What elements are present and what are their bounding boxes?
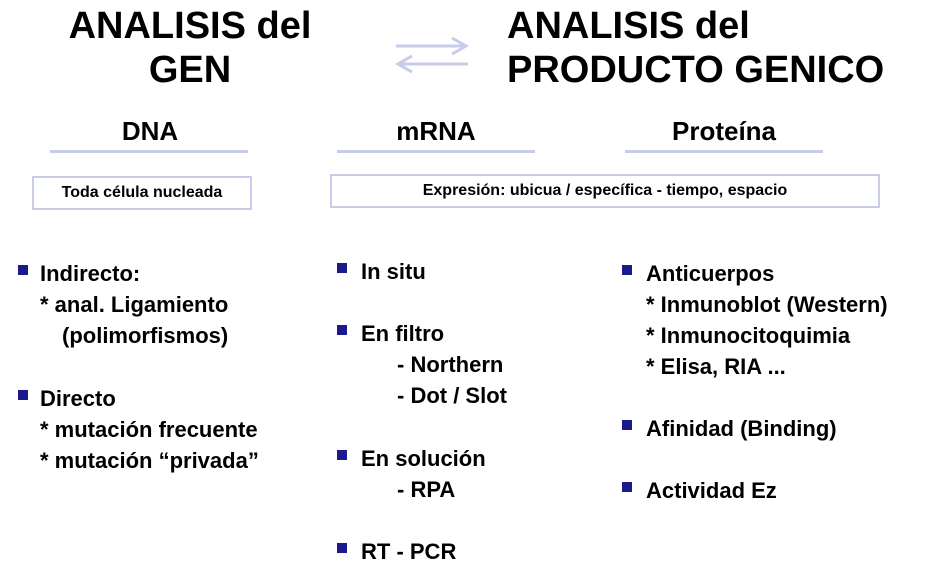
- mrna-item-sub: - Dot / Slot: [397, 383, 507, 408]
- protein-item-sub: * Elisa, RIA ...: [646, 354, 786, 379]
- mrna-item-bullet: [337, 263, 347, 273]
- mrna-item-ensolucion: En solución - RPA: [361, 443, 486, 505]
- protein-item-label: Actividad Ez: [646, 478, 777, 503]
- protein-item-sub: * Inmunocitoquimia: [646, 323, 851, 348]
- protein-underline: [625, 150, 823, 153]
- protein-item-actividad: Actividad Ez: [646, 475, 777, 506]
- dna-item-bullet: [18, 265, 28, 275]
- mrna-item-label: En filtro: [361, 321, 445, 346]
- left-title: ANALISIS del GEN: [40, 4, 340, 92]
- mrna-item-sub: - Northern: [397, 352, 504, 377]
- right-title: ANALISIS del PRODUCTO GENICO: [507, 4, 927, 92]
- dna-header: DNA: [121, 116, 179, 146]
- dna-item-directo: Directo * mutación frecuente * mutación …: [40, 383, 259, 476]
- dna-item-sub: * mutación frecuente: [40, 417, 258, 442]
- dna-scope-text: Toda célula nucleada: [61, 184, 223, 201]
- protein-item-afinidad: Afinidad (Binding): [646, 413, 837, 444]
- protein-item-anticuerpos: Anticuerpos * Inmunoblot (Western) * Inm…: [646, 258, 888, 382]
- mrna-underline: [337, 150, 535, 153]
- dna-item-label: Directo: [40, 386, 116, 411]
- mrna-item-bullet: [337, 325, 347, 335]
- right-title-line1: ANALISIS del: [507, 5, 750, 47]
- protein-item-sub: * Inmunoblot (Western): [646, 292, 888, 317]
- protein-header: Proteína: [671, 116, 777, 146]
- protein-item-bullet: [622, 265, 632, 275]
- protein-item-label: Anticuerpos: [646, 261, 775, 286]
- protein-item-bullet: [622, 420, 632, 430]
- exchange-arrows-icon: [394, 36, 470, 74]
- mrna-item-bullet: [337, 450, 347, 460]
- dna-item-indirecto: Indirecto: * anal. Ligamiento (polimorfi…: [40, 258, 228, 351]
- mrna-item-label: In situ: [361, 259, 426, 284]
- expression-text: Expresión: ubicua / específica - tiempo,…: [422, 182, 788, 199]
- mrna-item-label: RT - PCR: [361, 539, 457, 564]
- dna-scope-box: Toda célula nucleada: [32, 176, 252, 210]
- dna-item-sub: (polimorfismos): [62, 323, 229, 348]
- dna-item-bullet: [18, 390, 28, 400]
- protein-item-bullet: [622, 482, 632, 492]
- left-title-line1: ANALISIS del: [68, 5, 312, 47]
- dna-item-sub: * mutación “privada”: [40, 448, 259, 473]
- mrna-item-sub: - RPA: [397, 477, 456, 502]
- dna-underline: [50, 150, 248, 153]
- expression-box: Expresión: ubicua / específica - tiempo,…: [330, 174, 880, 208]
- mrna-item-bullet: [337, 543, 347, 553]
- mrna-header: mRNA: [396, 116, 476, 146]
- dna-item-label: Indirecto:: [40, 261, 141, 286]
- right-title-line2: PRODUCTO GENICO: [507, 49, 885, 91]
- mrna-item-label: En solución: [361, 446, 486, 471]
- protein-item-label: Afinidad (Binding): [646, 416, 837, 441]
- mrna-item-enfiltro: En filtro - Northern - Dot / Slot: [361, 318, 507, 411]
- dna-item-sub: * anal. Ligamiento: [40, 292, 229, 317]
- left-title-line2: GEN: [148, 49, 232, 91]
- mrna-item-insitu: In situ: [361, 256, 426, 287]
- mrna-item-rtpcr: RT - PCR: [361, 536, 456, 567]
